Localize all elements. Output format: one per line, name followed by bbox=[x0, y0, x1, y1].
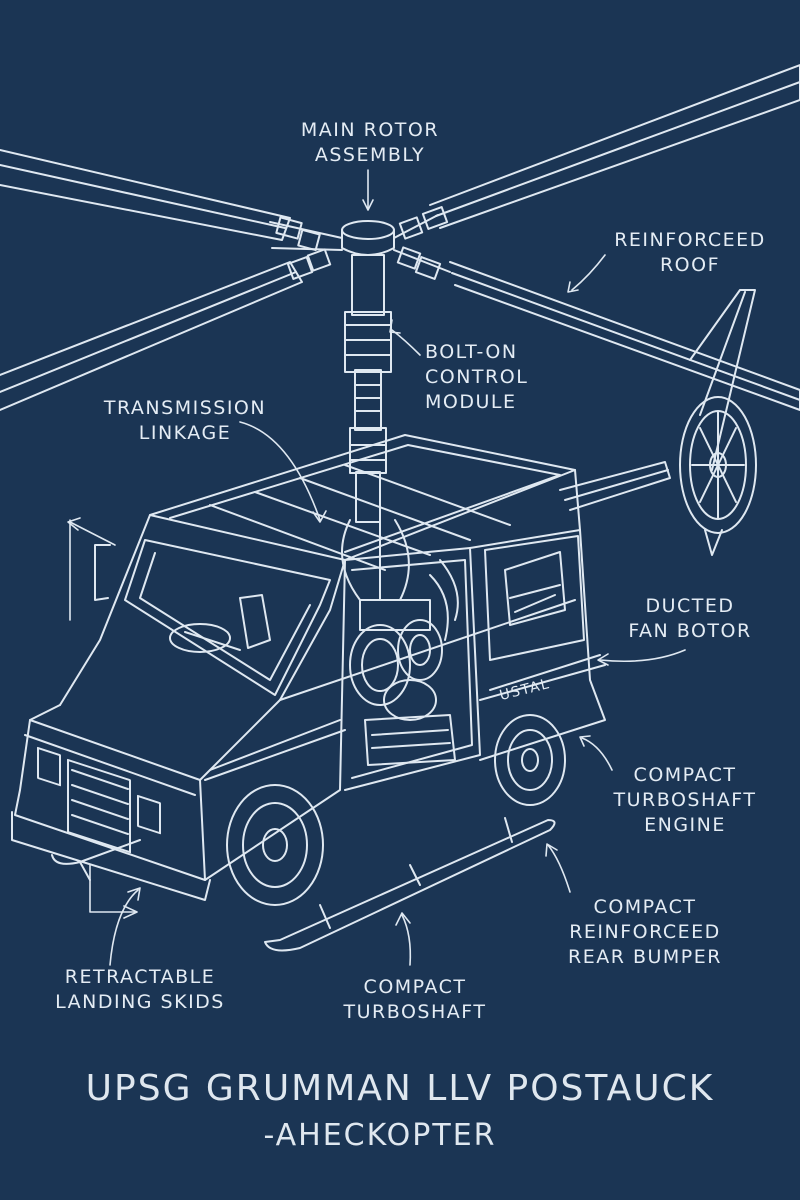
label-ducted-fan-rotor: DUCTED FAN BOTOR bbox=[628, 595, 752, 642]
label-compact-turboshaft-engine: COMPACT TURBOSHAFT ENGINE bbox=[613, 764, 757, 836]
landing-skids bbox=[51, 817, 556, 952]
label-bolt-on-control-module: BOLT-ON CONTROL MODULE bbox=[425, 341, 529, 413]
leader-lines bbox=[67, 169, 686, 966]
label-compact-turboshaft: COMPACT TURBOSHAFT bbox=[343, 976, 487, 1023]
diagram-title: UPSG GRUMMAN LLV POSTAUCK bbox=[85, 1068, 715, 1109]
label-main-rotor-assembly: MAIN ROTOR ASSEMBLY bbox=[300, 119, 440, 166]
rotor-mast bbox=[344, 254, 392, 523]
tail-assembly bbox=[559, 289, 757, 556]
van-body bbox=[11, 434, 606, 901]
label-compact-reinforced-rear-bumper: COMPACT REINFORCEED REAR BUMPER bbox=[568, 896, 722, 968]
rotor-hub bbox=[269, 206, 451, 280]
label-transmission-linkage: TRANSMISSION LINKAGE bbox=[103, 397, 267, 444]
engine-cutaway bbox=[341, 519, 459, 766]
diagram-subtitle: -AHECKOPTER bbox=[263, 1118, 497, 1153]
wheels bbox=[226, 714, 566, 906]
main-rotor-blades bbox=[0, 64, 800, 411]
label-retractable-landing-skids: RETRACTABLE LANDING SKIDS bbox=[55, 966, 225, 1013]
label-reinforced-roof: REINFORCEED ROOF bbox=[614, 229, 766, 276]
